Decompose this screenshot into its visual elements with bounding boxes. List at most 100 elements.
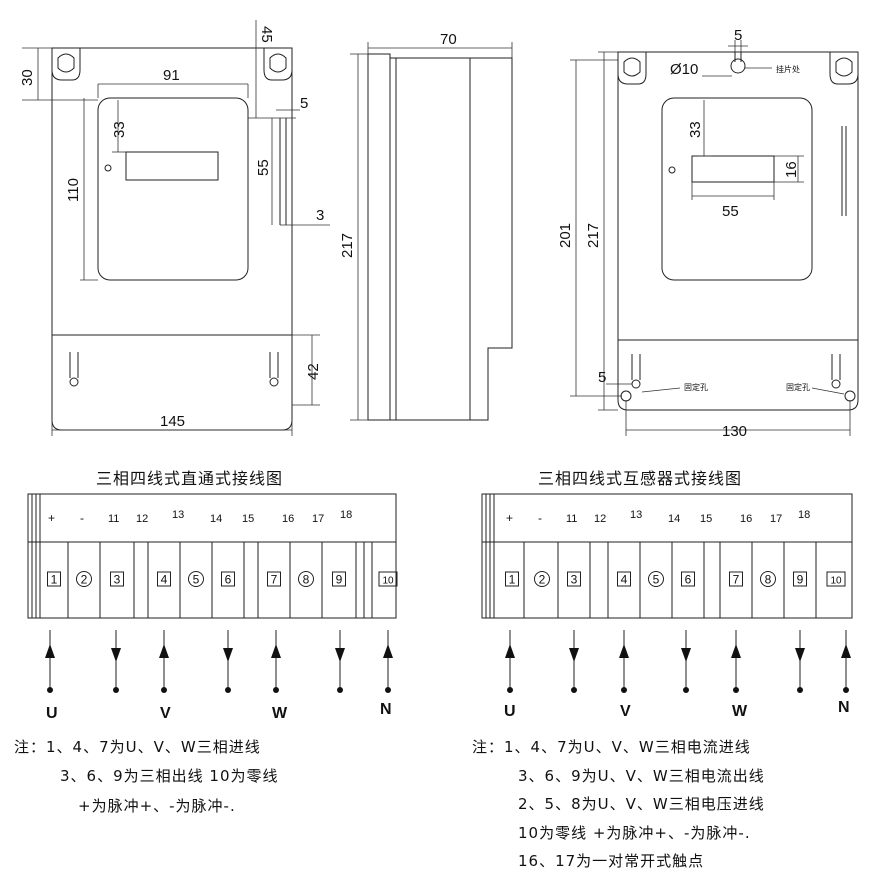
right-notes: 注：1、4、7为U、V、W三相电流进线 3、6、9为U、V、W三相电流出线 2、…	[472, 738, 765, 870]
right-terminal-5: 5	[653, 573, 660, 587]
right-top-label-0: +	[506, 511, 513, 525]
right-terminal-box	[826, 571, 846, 587]
dim-42: 42	[305, 363, 322, 380]
left-wire-1	[111, 630, 121, 693]
left-terminal-box	[110, 571, 124, 587]
left-top-label-4: 13	[172, 509, 184, 521]
left-top-label-2: 11	[108, 513, 119, 525]
dim-130: 130	[722, 423, 747, 440]
front-dim-labels: 30 91 45 5 33 110 55 3 42 145	[19, 26, 324, 430]
left-terminal-6: 6	[225, 573, 232, 587]
fix-hole-right-label: 固定孔	[786, 382, 810, 392]
right-terminal-box	[505, 571, 519, 587]
left-wire-3	[223, 630, 233, 693]
right-terminal-circle	[534, 571, 550, 587]
left-terminal-4: 4	[161, 573, 168, 587]
right-wire-2	[619, 630, 629, 693]
right-top-label-5: 14	[668, 513, 680, 525]
left-terminal-3: 3	[114, 573, 121, 587]
right-wire-6	[841, 630, 851, 693]
right-terminal-10: 10	[830, 576, 842, 587]
right-note-4: 10为零线 +为脉冲+、-为脉冲-.	[518, 824, 751, 842]
dim-201: 201	[557, 223, 574, 248]
left-terminal-10: 10	[382, 576, 394, 587]
right-terminal-1: 1	[509, 573, 516, 587]
right-top-label-6: 15	[700, 513, 712, 525]
hook-label: 挂片处	[776, 64, 800, 74]
right-phase-w: W	[732, 703, 748, 720]
right-wire-4	[731, 630, 741, 693]
left-top-label-5: 14	[210, 513, 222, 525]
left-phase-v: V	[160, 705, 171, 722]
right-note-3: 2、5、8为U、V、W三相电压进线	[518, 795, 765, 813]
left-terminal-box	[378, 571, 398, 587]
left-arrows	[45, 630, 393, 693]
dim-45: 45	[258, 26, 275, 43]
left-top-label-0: +	[48, 511, 55, 525]
dim-217-side: 217	[339, 233, 356, 258]
right-terminal-box	[617, 571, 631, 587]
right-note-1: 注：1、4、7为U、V、W三相电流进线	[472, 738, 751, 756]
right-terminal-7: 7	[733, 573, 740, 587]
right-wire-1	[569, 630, 579, 693]
dim-d10: Ø10	[670, 61, 698, 78]
left-terminal-9: 9	[336, 573, 343, 587]
dim-70: 70	[440, 31, 457, 48]
back-dimensions	[570, 40, 851, 436]
right-terminal-9: 9	[797, 573, 804, 587]
left-terminal-circle	[298, 571, 314, 587]
left-terminal-2: 2	[81, 573, 88, 587]
right-top-label-9: 18	[798, 509, 810, 521]
left-terminal-8: 8	[303, 573, 310, 587]
left-terminal-box	[267, 571, 281, 587]
right-top-label-8: 17	[770, 513, 782, 525]
right-terminal-8: 8	[765, 573, 772, 587]
right-arrows	[505, 630, 851, 693]
left-top-label-1: -	[80, 511, 84, 525]
dim-5-hook: 5	[734, 27, 742, 44]
dim-30: 30	[19, 69, 36, 86]
right-top-label-1: -	[538, 511, 542, 525]
right-diagram-title: 三相四线式互感器式接线图	[538, 469, 742, 488]
right-wire-5	[795, 630, 805, 693]
left-top-label-7: 16	[282, 513, 294, 525]
right-top-label-4: 13	[630, 509, 642, 521]
right-terminal-box	[567, 571, 581, 587]
right-terminal-box	[793, 571, 807, 587]
right-terminal-3: 3	[571, 573, 578, 587]
dim-5-top: 5	[300, 95, 308, 112]
left-top-label-3: 12	[136, 513, 148, 525]
fix-hole-left-label: 固定孔	[684, 382, 708, 392]
front-dimensions	[22, 20, 330, 436]
left-terminal-box	[47, 571, 61, 587]
left-top-label-6: 15	[242, 513, 254, 525]
left-note-1: 注：1、4、7为U、V、W三相进线	[14, 738, 261, 756]
back-view	[617, 51, 859, 411]
dim-91: 91	[163, 67, 180, 84]
left-wire-2	[159, 630, 169, 693]
right-wire-0	[505, 630, 515, 693]
left-terminal-circle	[76, 571, 92, 587]
side-view	[350, 42, 513, 421]
right-top-label-3: 12	[594, 513, 606, 525]
dim-3: 3	[316, 207, 324, 224]
left-phase-n: N	[380, 701, 392, 718]
left-wire-5	[335, 630, 345, 693]
left-note-3: +为脉冲+、-为脉冲-.	[78, 797, 236, 815]
left-terminal-7: 7	[271, 573, 278, 587]
left-wire-4	[271, 630, 281, 693]
dim-110: 110	[65, 178, 82, 202]
right-phase-labels: U V W N	[504, 699, 850, 720]
left-phase-w: W	[272, 705, 288, 722]
right-phase-u: U	[504, 703, 516, 720]
left-terminal-5: 5	[193, 573, 200, 587]
right-terminal-circle	[760, 571, 776, 587]
right-terminal-6: 6	[685, 573, 692, 587]
left-terminal-circle	[188, 571, 204, 587]
